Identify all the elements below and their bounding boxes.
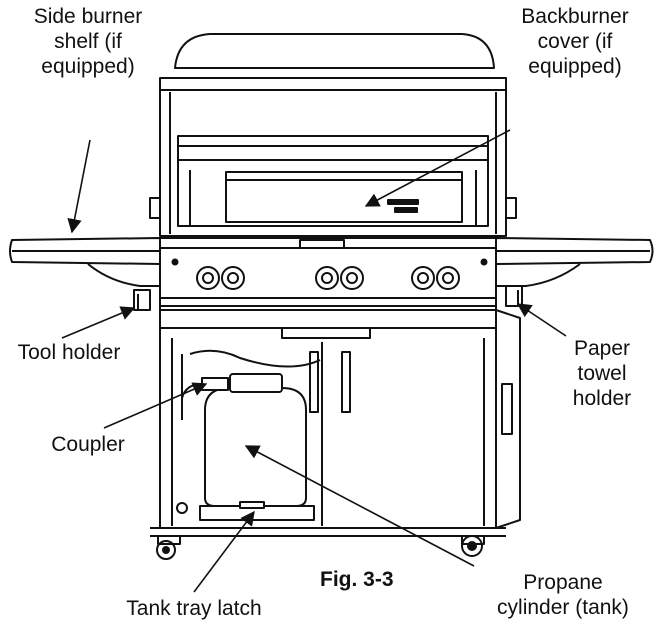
knob-group-center: [315, 266, 364, 290]
label-tank-tray-latch: Tank tray latch: [126, 597, 262, 620]
caster-right: [461, 535, 485, 557]
leader-backburner: [364, 129, 511, 207]
label-backburner-cover: Backburner cover (if equipped): [521, 5, 629, 78]
leader-tank-latch: [193, 510, 255, 593]
label-coupler: Coupler: [51, 433, 125, 456]
leader-coupler: [103, 382, 208, 429]
propane-cylinder: [204, 387, 307, 507]
label-propane-cylinder: Propane cylinder (tank): [497, 571, 629, 619]
leader-tool-holder: [61, 306, 136, 339]
leader-side-shelf: [67, 139, 91, 234]
tank-tray-latch: [239, 501, 265, 509]
caster-left: [156, 535, 181, 560]
leader-paper-towel: [516, 303, 567, 337]
label-tool-holder: Tool holder: [17, 341, 121, 364]
label-paper-towel-holder: Paper towel holder: [572, 337, 632, 410]
leader-propane: [244, 445, 475, 567]
knob-group-right: [411, 266, 460, 290]
label-side-burner-shelf: Side burner shelf (if equipped): [33, 5, 143, 78]
knob-group-left: [196, 266, 245, 290]
tool-holder: [133, 289, 151, 311]
paper-towel-holder: [505, 285, 523, 307]
hood-top: [174, 33, 495, 69]
figure-caption: Fig. 3-3: [320, 568, 394, 591]
